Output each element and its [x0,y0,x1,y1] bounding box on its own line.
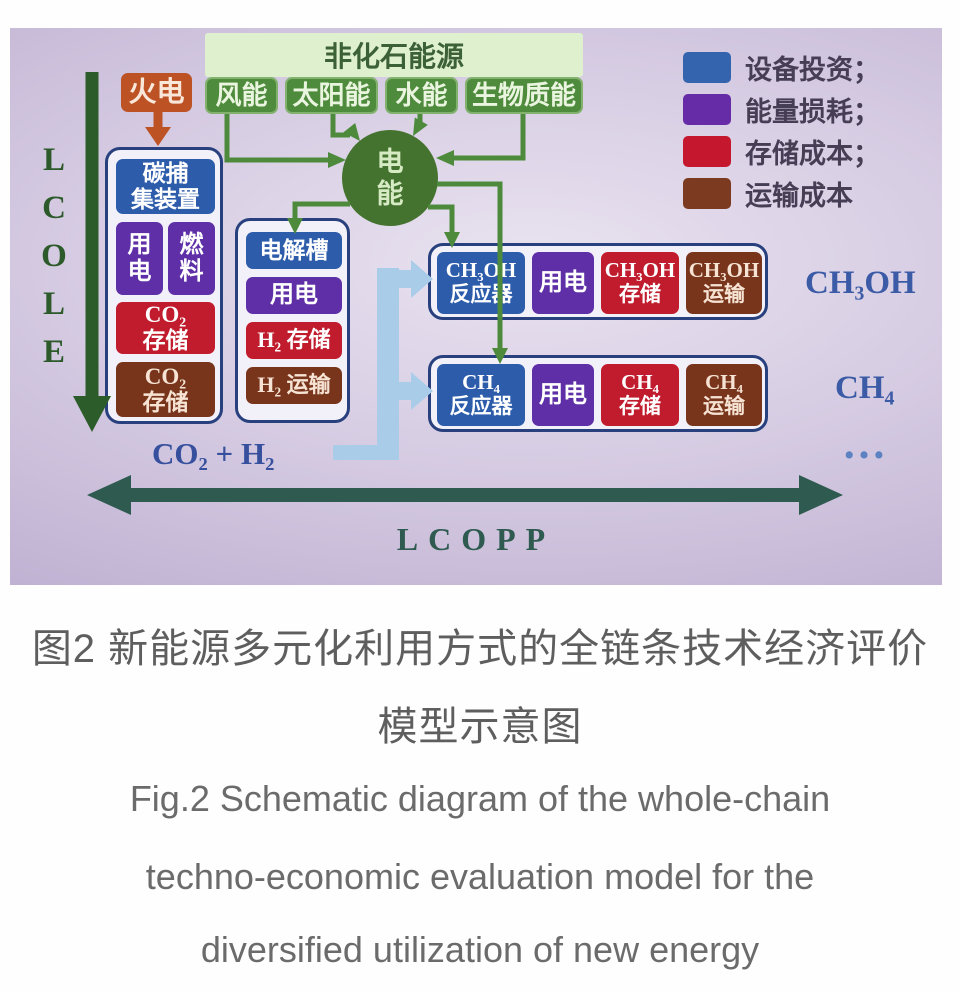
methanol-transport-box: CH₃OH 运输 [686,252,762,314]
lcole-letter: L [42,142,65,178]
caption-zh-line2: 模型示意图 [377,705,583,749]
caption-en-line3: diversified utilization of new energy [200,929,760,970]
hydrogen-chain-group: 电解槽 用电 H₂ 存储 H₂ 运输 [235,218,350,423]
methane-storage-box: CH₄ 存储 [601,364,679,426]
h2-storage-box: H₂ 存储 [246,322,342,359]
power-use-box: 用电 [246,277,342,314]
power-use-box: 用电 [532,364,594,426]
methanol-storage-box: CH₃OH 存储 [601,252,679,314]
carbon-capture-box: 碳捕 集装置 [116,159,215,214]
methane-transport-box: CH₄ 运输 [686,364,762,426]
lcole-letter: L [42,286,65,322]
electric-energy-node: 电 能 [342,130,438,226]
carbon-capture-group: 碳捕 集装置 用 电 燃 料 CO₂ 存储 CO₂ 存储 [105,147,223,424]
h2-transport-box: H₂ 运输 [246,367,342,404]
source-box-biomass: 生物质能 [465,77,583,114]
lcole-letter: O [41,238,67,274]
source-box-solar: 太阳能 [285,77,378,114]
co2-h2-label: CO₂ + H₂ [152,436,275,471]
electrolyzer-box: 电解槽 [246,232,342,269]
lcole-letter: C [42,190,66,226]
lcole-axis-label: L C O L E [34,142,74,371]
legend-label: 能量损耗； [745,97,880,127]
source-box-wind: 风能 [205,77,278,114]
non-fossil-energy-header: 非化石能源 [205,33,583,77]
caption-en-line1: Fig.2 Schematic diagram of the whole-cha… [129,778,831,819]
caption-zh-line1: 图2 新能源多元化利用方式的全链条技术经济评价 [31,627,929,671]
power-use-box: 用电 [532,252,594,314]
co2-storage-box: CO₂ 存储 [116,302,215,354]
cost-legend: 设备投资； 能量损耗； 存储成本； 运输成本 [683,52,880,211]
legend-row: 设备投资； [683,52,880,85]
co2-storage-box-2: CO₂ 存储 [116,362,215,417]
legend-row: 能量损耗； [683,94,880,127]
legend-label: 运输成本 [745,181,853,211]
thermal-power-box: 火电 [121,73,192,112]
legend-row: 运输成本 [683,178,880,211]
methanol-chain-group: CH₃OH 反应器 用电 CH₃OH 存储 CH₃OH 运输 [428,243,768,320]
caption-en-line2: techno-economic evaluation model for the [145,856,815,897]
legend-swatch-transport-cost [683,178,731,209]
legend-row: 存储成本； [683,136,880,169]
methanol-product-label: CH₃OH [805,265,916,301]
diagram-panel: L C O L E 火电 非化石能源 风能 太阳能 水能 生物质能 电 能 碳捕… [10,28,942,585]
legend-swatch-energy-loss [683,94,731,125]
legend-swatch-storage-cost [683,136,731,167]
fuel-box: 燃 料 [168,222,215,295]
lcopp-axis-label: LCOPP [396,521,556,557]
more-products-ellipsis: … [842,419,888,468]
power-use-box: 用 电 [116,222,163,295]
lcole-letter: E [42,334,65,370]
methanol-reactor-box: CH₃OH 反应器 [437,252,525,314]
legend-label: 存储成本； [745,139,880,169]
methane-chain-group: CH₄ 反应器 用电 CH₄ 存储 CH₄ 运输 [428,355,768,432]
source-box-hydro: 水能 [385,77,458,114]
legend-swatch-investment [683,52,731,83]
methane-product-label: CH₄ [835,370,895,406]
methane-reactor-box: CH₄ 反应器 [437,364,525,426]
legend-label: 设备投资； [745,55,880,85]
